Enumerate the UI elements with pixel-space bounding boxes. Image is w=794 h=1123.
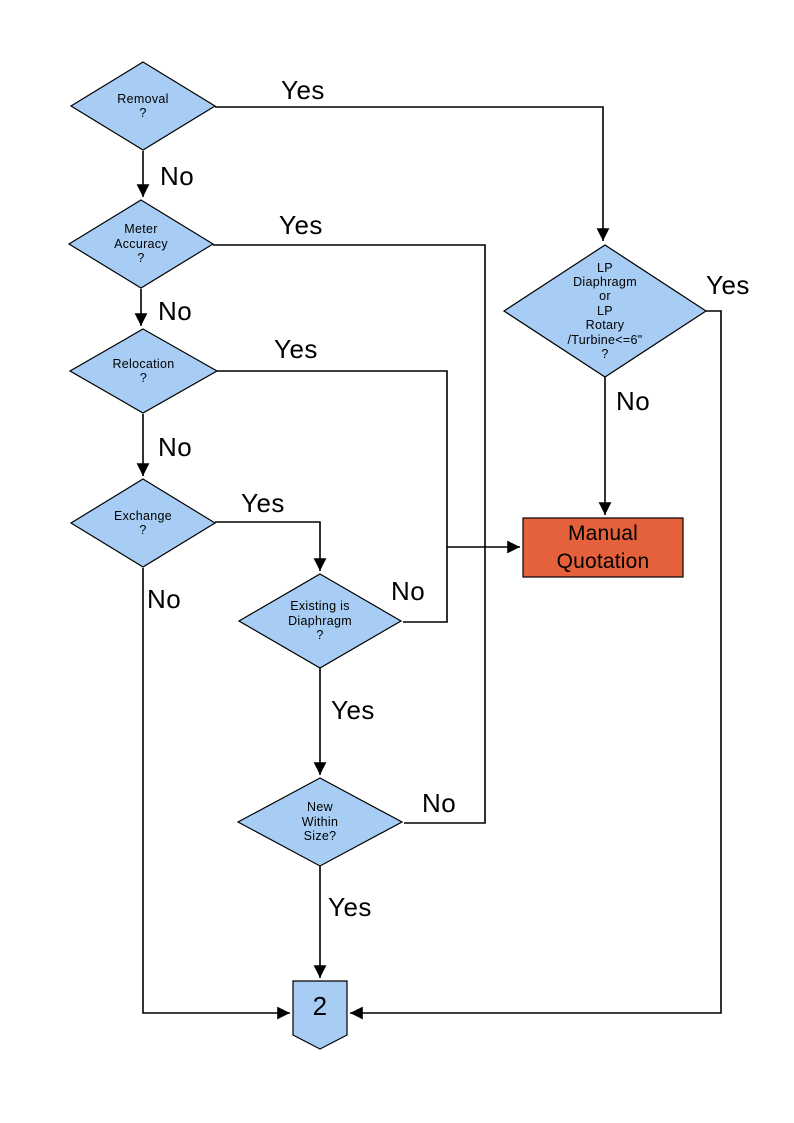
node-meter-accuracy-label: Meter Accuracy ? bbox=[114, 222, 168, 266]
edge-label-existing-yes: Yes bbox=[331, 695, 375, 725]
edge-label-removal-yes: Yes bbox=[281, 75, 325, 105]
edge-label-existing-no: No bbox=[391, 576, 426, 606]
node-removal-label: Removal ? bbox=[117, 91, 169, 121]
edge-exchange-no bbox=[142, 568, 290, 1020]
edge-label-lp-yes: Yes bbox=[706, 270, 750, 300]
edge-lp-yes bbox=[350, 310, 722, 1020]
node-exchange-label: Exchange ? bbox=[114, 508, 172, 538]
node-new-within-size-shape bbox=[236, 777, 404, 867]
node-removal-shape bbox=[69, 61, 217, 151]
node-offpage-connector-label: 2 bbox=[312, 990, 328, 1021]
edge-label-relocation-no: No bbox=[158, 432, 193, 462]
node-new-within-size-label: New Within Size? bbox=[301, 800, 339, 844]
edge-label-exchange-yes: Yes bbox=[241, 488, 285, 518]
node-lp-meter-shape bbox=[502, 244, 708, 378]
node-relocation-shape bbox=[68, 328, 219, 414]
node-meter-accuracy-shape bbox=[67, 199, 215, 289]
node-existing-diaphragm-shape bbox=[237, 573, 403, 669]
node-manual-quotation-label: Manual Quotation bbox=[556, 522, 650, 573]
node-exchange-shape bbox=[69, 478, 217, 568]
edge-label-removal-no: No bbox=[160, 161, 195, 191]
node-relocation-label: Relocation ? bbox=[112, 356, 175, 386]
node-existing-diaphragm-label: Existing is Diaphragm ? bbox=[288, 599, 352, 643]
edge-label-lp-no: No bbox=[616, 386, 651, 416]
edge-label-relocation-yes: Yes bbox=[274, 334, 318, 364]
edge-label-exchange-no: No bbox=[147, 584, 182, 614]
edge-label-meter-no: No bbox=[158, 296, 193, 326]
edge-exchange-yes bbox=[215, 521, 327, 571]
edge-relocation-yes-and-existing-no bbox=[217, 370, 448, 623]
edge-meter-yes-and-new-no bbox=[213, 244, 486, 824]
edge-removal-yes bbox=[215, 106, 610, 241]
node-lp-meter-label: LP Diaphragm or LP Rotary /Turbine<=6" ? bbox=[567, 260, 643, 361]
edge-label-meter-yes: Yes bbox=[279, 210, 323, 240]
edge-label-new-yes: Yes bbox=[328, 892, 372, 922]
node-manual-quotation-shape bbox=[522, 517, 684, 578]
edge-label-new-no: No bbox=[422, 788, 457, 818]
node-offpage-connector-shape bbox=[292, 980, 348, 1050]
